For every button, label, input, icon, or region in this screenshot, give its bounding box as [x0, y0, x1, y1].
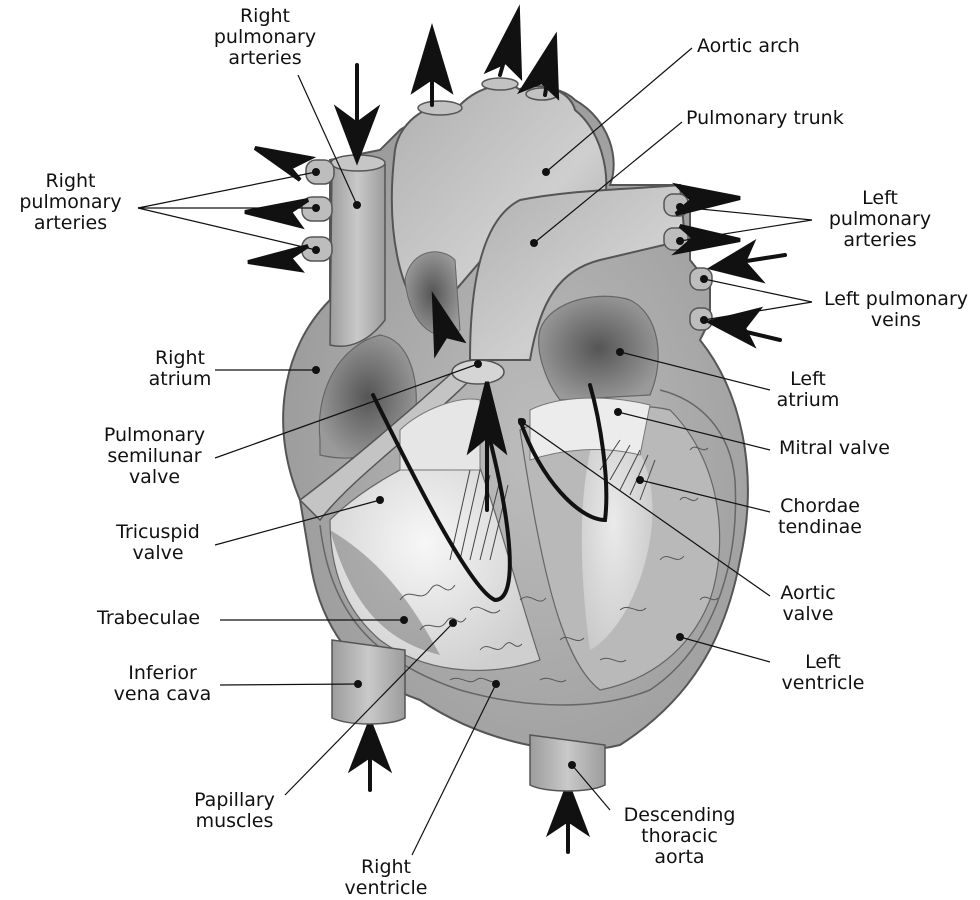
descending-aorta-shape [530, 735, 605, 791]
label-chordae-tendinae: Chordae tendinae [765, 496, 875, 538]
label-aortic-arch: Aortic arch [697, 36, 800, 57]
label-left-ventricle: Left ventricle [768, 652, 878, 694]
label-left-pulmonary-veins: Left pulmonary veins [815, 289, 977, 331]
label-papillary-muscles: Papillary muscles [182, 790, 287, 832]
label-trabeculae: Trabeculae [97, 608, 200, 629]
label-tricuspid-valve: Tricuspid valve [108, 522, 208, 564]
label-aortic-valve: Aortic valve [768, 583, 848, 625]
label-inferior-vena-cava: Inferior vena cava [100, 663, 225, 705]
left-atrium-shape [539, 296, 658, 400]
label-descending-thoracic-aorta: Descending thoracic aorta [612, 805, 747, 868]
label-right-ventricle: Right ventricle [330, 857, 442, 899]
label-right-atrium: Right atrium [140, 348, 220, 390]
label-pulmonary-trunk: Pulmonary trunk [686, 108, 844, 129]
label-left-pulmonary-arteries: Left pulmonary arteries [815, 188, 945, 251]
inferior-vena-cava-shape [332, 640, 405, 724]
label-right-pulmonary-arteries-top: Right pulmonary arteries [210, 6, 320, 69]
label-right-pulmonary-arteries-left: Right pulmonary arteries [8, 171, 133, 234]
superior-vena-cava [330, 165, 385, 346]
label-pulmonary-semilunar-valve: Pulmonary semilunar valve [92, 425, 217, 488]
label-mitral-valve: Mitral valve [779, 438, 890, 459]
label-left-atrium: Left atrium [768, 369, 848, 411]
